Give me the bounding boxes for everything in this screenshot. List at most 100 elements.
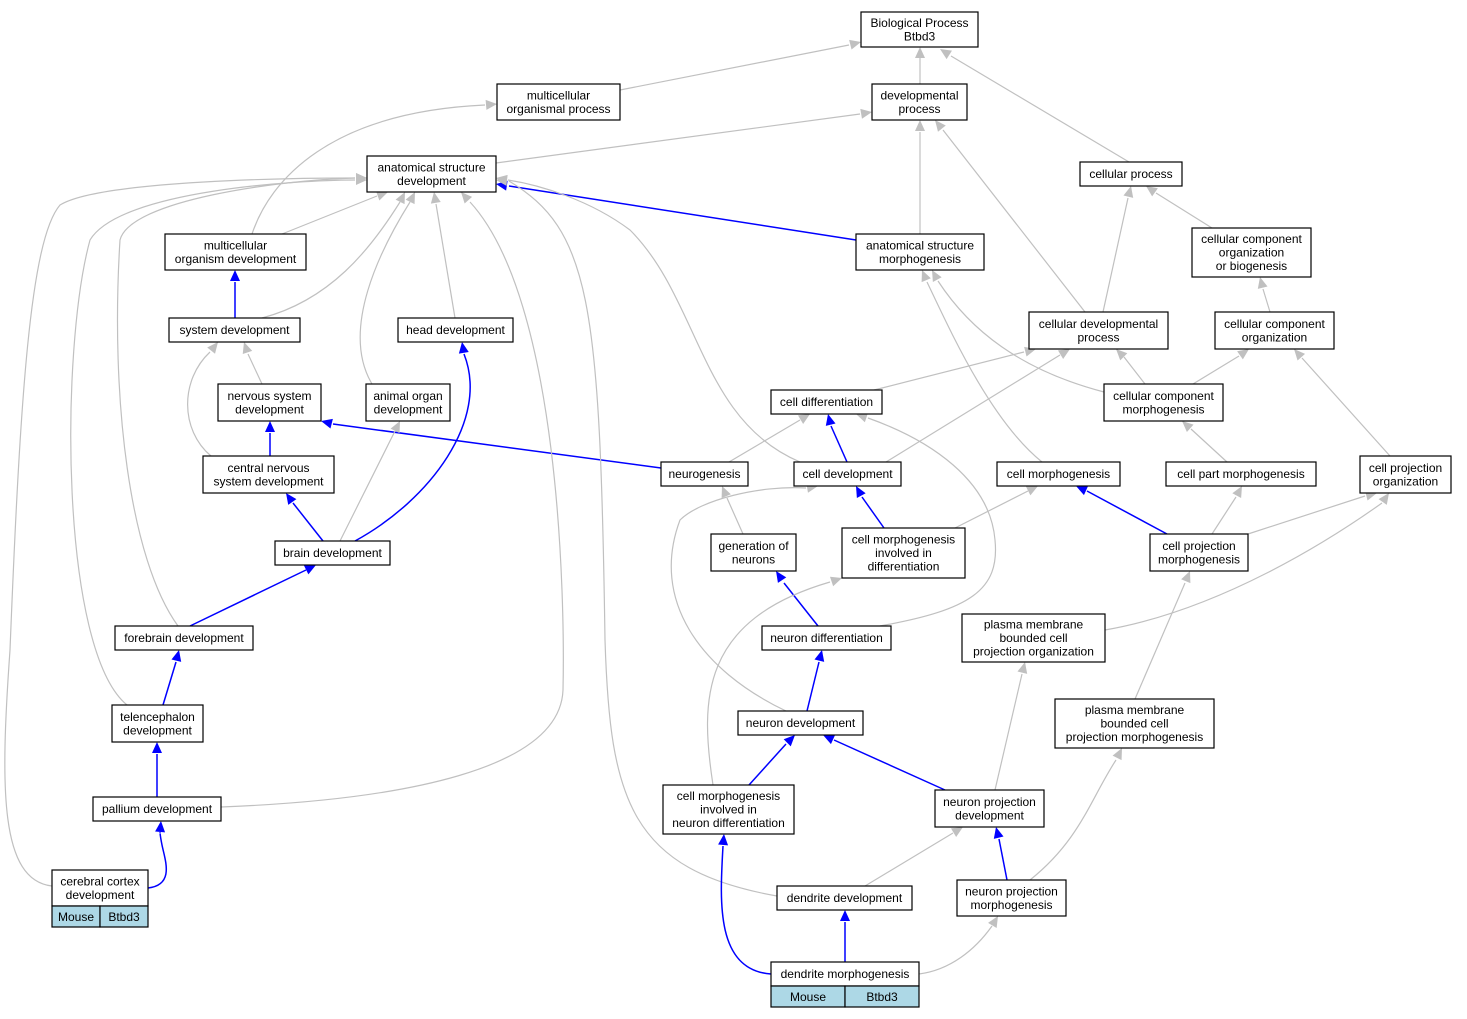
term-box bbox=[365, 383, 451, 422]
term-box bbox=[934, 789, 1045, 828]
term-label-line: development bbox=[374, 402, 443, 416]
edge-cell-morphogenesis-involved-in-differentiation-to-cell-development bbox=[861, 496, 885, 529]
go-term-brain-development[interactable]: brain development bbox=[274, 540, 391, 566]
edge-cellular-component-morphogenesis-to-cellular-developmental-process-arrowhead bbox=[1116, 349, 1128, 361]
edge-cerebral-cortex-development-to-pallium-development bbox=[147, 832, 168, 889]
go-term-neuron-development[interactable]: neuron development bbox=[737, 710, 864, 736]
edge-cellular-component-organization-to-cellular-component-organization-or-biogenesis bbox=[1262, 288, 1271, 313]
term-label-line: forebrain development bbox=[124, 631, 244, 645]
edge-dendrite-morphogenesis-to-cell-morphogenesis-involved-in-neuron-differentiation-arrowhead bbox=[718, 834, 729, 846]
go-term-cell-part-morphogenesis[interactable]: cell part morphogenesis bbox=[1165, 461, 1317, 487]
term-box bbox=[761, 625, 892, 651]
term-label-line: cellular component bbox=[1113, 389, 1214, 403]
term-label-line: organization bbox=[1219, 246, 1284, 260]
edge-dendrite-development-to-neuron-projection-development-arrowhead bbox=[950, 827, 963, 837]
term-box bbox=[1359, 455, 1452, 494]
term-label-line: anatomical structure bbox=[377, 160, 485, 174]
term-label-line: neurons bbox=[732, 552, 775, 566]
go-term-forebrain-development[interactable]: forebrain development bbox=[114, 625, 254, 651]
edge-animal-organ-development-to-anatomical-structure-development-arrowhead bbox=[405, 192, 415, 205]
term-label-line: morphogenesis bbox=[970, 898, 1052, 912]
term-box bbox=[397, 317, 514, 343]
term-label-line: cellular component bbox=[1224, 317, 1325, 331]
term-label-line: neurogenesis bbox=[668, 467, 740, 481]
edge-anatomical-structure-morphogenesis-to-developmental-process-arrowhead bbox=[915, 120, 925, 131]
go-term-cell-morphogenesis[interactable]: cell morphogenesis bbox=[996, 461, 1121, 487]
edge-system-development-to-multicellular-organism-development-arrowhead bbox=[230, 270, 240, 281]
go-term-cell-development[interactable]: cell development bbox=[793, 461, 902, 487]
term-label-line: cell development bbox=[802, 467, 893, 481]
edge-cellular-developmental-process-to-developmental-process-arrowhead bbox=[935, 120, 946, 132]
edge-cerebral-cortex-development-to-pallium-development-arrowhead bbox=[155, 821, 166, 833]
edge-cell-development-to-cell-differentiation bbox=[830, 425, 848, 463]
term-label-line: cellular process bbox=[1089, 167, 1172, 181]
term-label-line: brain development bbox=[283, 546, 382, 560]
edge-cellular-component-morphogenesis-to-cellular-component-organization bbox=[1192, 355, 1240, 385]
edge-cellular-component-organization-to-cellular-component-organization-or-biogenesis-arrowhead bbox=[1257, 277, 1268, 289]
edge-neuron-projection-development-to-plasma-membrane-bounded-cell-projection-organization-arrowhead bbox=[1017, 662, 1028, 674]
term-box bbox=[996, 461, 1121, 487]
term-label-line: pallium development bbox=[102, 802, 213, 816]
edge-dendrite-morphogenesis-to-neuron-projection-morphogenesis-arrowhead bbox=[988, 916, 998, 929]
term-label-line: neuron projection bbox=[965, 884, 1058, 898]
term-box bbox=[737, 710, 864, 736]
go-term-system-development[interactable]: system development bbox=[168, 317, 301, 343]
edge-generation-of-neurons-to-neurogenesis-arrowhead bbox=[721, 486, 731, 499]
term-label-line: cell projection bbox=[1369, 461, 1442, 475]
edge-cerebral-cortex-development-to-anatomical-structure-development-arrowhead bbox=[356, 173, 367, 183]
edge-multicellular-organism-development-to-multicellular-organismal-process-arrowhead bbox=[485, 99, 497, 110]
edge-cell-projection-morphogenesis-to-cell-projection-organization bbox=[1247, 495, 1366, 535]
edge-brain-development-to-central-nervous-system-development bbox=[292, 502, 324, 542]
edge-multicellular-organism-development-to-anatomical-structure-development-arrowhead bbox=[375, 191, 388, 201]
edge-anatomical-structure-development-to-developmental-process-arrowhead bbox=[860, 108, 872, 119]
term-label-line: cell morphogenesis bbox=[852, 533, 955, 547]
edge-neuron-projection-morphogenesis-to-neuron-projection-development bbox=[998, 838, 1008, 881]
go-term-cellular-process[interactable]: cellular process bbox=[1079, 161, 1183, 187]
edge-pallium-development-to-telencephalon-development-arrowhead bbox=[152, 742, 162, 753]
go-term-cell-differentiation[interactable]: cell differentiation bbox=[770, 389, 883, 415]
term-box bbox=[860, 11, 979, 48]
term-label-line: central nervous bbox=[227, 461, 309, 475]
go-term-head-development[interactable]: head development bbox=[397, 317, 514, 343]
edge-anatomical-structure-morphogenesis-to-anatomical-structure-development bbox=[508, 185, 857, 241]
term-box bbox=[164, 233, 307, 271]
edge-cell-morphogenesis-involved-in-neuron-differentiation-to-cell-morphogenesis-involved-in-differentiation-arrowhead bbox=[829, 576, 842, 587]
edge-neuron-projection-morphogenesis-to-plasma-membrane-bounded-cell-projection-morphogenesis bbox=[1029, 759, 1117, 881]
edge-cellular-component-morphogenesis-to-anatomical-structure-morphogenesis bbox=[937, 280, 1105, 393]
edge-cellular-process-to-biological-process bbox=[950, 55, 1130, 163]
edge-cell-projection-organization-to-cellular-component-organization-arrowhead bbox=[1294, 349, 1306, 361]
term-label-line: generation of bbox=[718, 539, 789, 553]
term-label-line: organization bbox=[1242, 330, 1307, 344]
annotation-gene-label: Btbd3 bbox=[866, 990, 898, 1004]
go-term-neurogenesis[interactable]: neurogenesis bbox=[660, 461, 749, 487]
go-term-dendrite-development[interactable]: dendrite development bbox=[776, 885, 913, 911]
go-term-pallium-development[interactable]: pallium development bbox=[92, 796, 222, 822]
go-term-neuron-differentiation[interactable]: neuron differentiation bbox=[761, 625, 892, 651]
term-label-line: cell morphogenesis bbox=[677, 789, 780, 803]
